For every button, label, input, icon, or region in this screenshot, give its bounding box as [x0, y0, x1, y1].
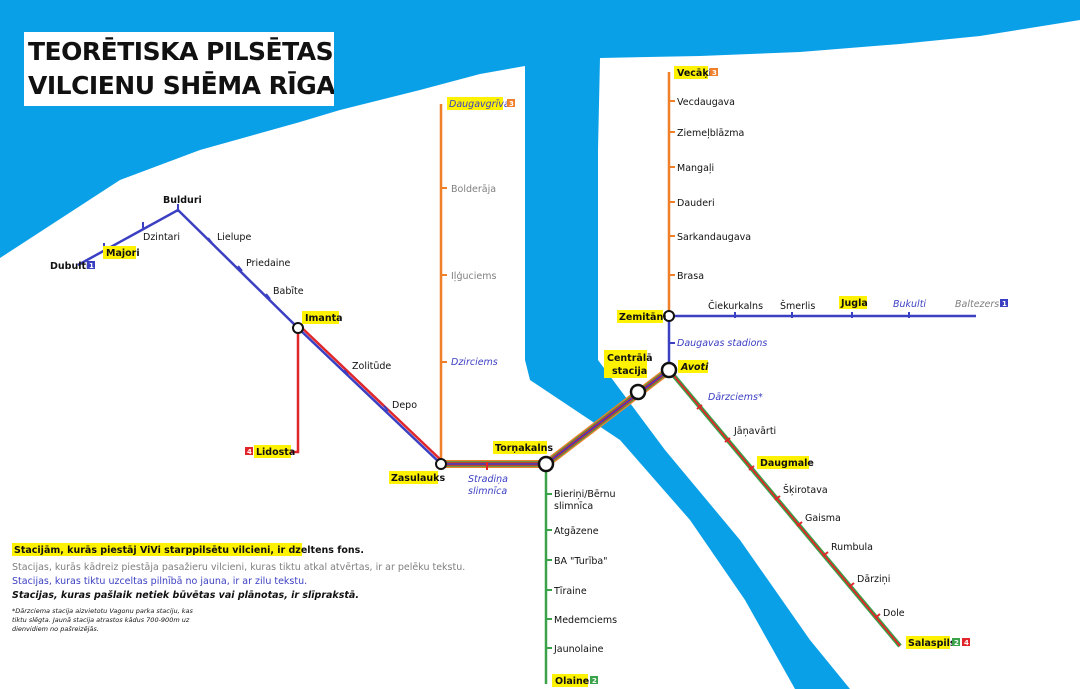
svg-text:3: 3 [712, 69, 717, 77]
label-lielupe[interactable]: Lielupe [217, 232, 251, 243]
label-jugla[interactable]: Jugla [840, 298, 868, 309]
legend-grey: Stacijas, kurās kādreiz piestāja pasažie… [12, 562, 465, 573]
label-centrala-2[interactable]: stacija [612, 366, 647, 377]
svg-text:3: 3 [509, 100, 514, 108]
label-atgazene[interactable]: Atgāzene [554, 526, 599, 537]
label-bulduri[interactable]: Bulduri [163, 195, 202, 206]
label-priedaine[interactable]: Priedaine [246, 258, 290, 269]
line-4-airport [272, 328, 300, 454]
label-daugavas-stadions[interactable]: Daugavas stadions [677, 338, 767, 349]
highlight-boxes [103, 66, 950, 687]
badge-daugavgriva [507, 99, 515, 107]
label-stradina-2[interactable]: slimnīca [468, 486, 507, 497]
label-dubulti[interactable]: Dubulti [50, 261, 89, 272]
legend-yellow-bg [12, 543, 302, 556]
line-1-west [77, 208, 442, 465]
label-tiraine[interactable]: Tīraine [553, 586, 587, 597]
svg-text:1: 1 [1002, 300, 1007, 308]
label-salaspils[interactable]: Salaspils [908, 638, 956, 649]
label-zasulauks[interactable]: Zasulauks [391, 473, 445, 484]
map-title-line-2: VILCIENU SHĒMA RĪGAI [28, 71, 334, 100]
label-dauderi[interactable]: Dauderi [677, 198, 715, 209]
label-mangali[interactable]: Mangaļi [677, 163, 714, 174]
footnote-1: *Dārzciema stacija aizvietotu Vagonu par… [12, 607, 193, 615]
badge-olaine [590, 676, 598, 684]
node-zasulauks[interactable] [435, 458, 447, 470]
label-stradina[interactable]: Stradiņa [468, 474, 508, 485]
label-ilguciems[interactable]: Iļģuciems [451, 271, 496, 282]
label-centrala[interactable]: Centrālā [607, 353, 652, 364]
label-olaine[interactable]: Olaine [555, 676, 589, 687]
label-jaunolaine[interactable]: Jaunolaine [553, 644, 604, 655]
svg-text:4: 4 [964, 639, 969, 647]
label-vecaki[interactable]: Vecāķi [677, 68, 712, 79]
water-river [525, 360, 850, 689]
label-daugmale[interactable]: Daugmale [760, 458, 814, 469]
label-vecdaugava[interactable]: Vecdaugava [677, 97, 735, 108]
label-bukulti[interactable]: Bukulti [893, 299, 926, 310]
label-dzintari[interactable]: Dzintari [143, 232, 180, 243]
label-skirotava[interactable]: Šķirotava [783, 484, 828, 496]
legend: Stacijām, kurās piestāj ViVi starppilsēt… [12, 543, 465, 633]
footnote-3: dienvidiem no pašreizējās. [12, 625, 99, 633]
label-avoti[interactable]: Avoti [680, 362, 709, 373]
interchange-nodes [292, 310, 678, 473]
label-darzciems[interactable]: Dārzciems* [708, 392, 763, 403]
label-sarkandaugava[interactable]: Sarkandaugava [677, 232, 751, 243]
label-rumbula[interactable]: Rumbula [831, 542, 873, 553]
map-title-line-1: TEORĒTISKA PILSĒTAS [28, 37, 333, 66]
label-bierini-2[interactable]: slimnīca [554, 501, 593, 512]
label-baltezers[interactable]: Baltezers [955, 299, 999, 310]
node-zemitani[interactable] [663, 310, 675, 322]
label-ziemelblazma[interactable]: Ziemeļblāzma [677, 128, 744, 139]
legend-blue: Stacijas, kuras tiktu uzceltas pilnībā n… [12, 576, 307, 587]
label-medemciems[interactable]: Medemciems [554, 615, 617, 626]
badge-salaspils-2 [952, 638, 960, 646]
label-babite[interactable]: Babīte [273, 286, 304, 297]
svg-text:4: 4 [247, 448, 252, 456]
label-zolitude[interactable]: Zolitūde [352, 361, 391, 372]
label-dzirciems[interactable]: Dzirciems [451, 357, 498, 368]
node-avoti[interactable] [660, 361, 678, 379]
label-bierini[interactable]: Bieriņi/Bērnu [554, 489, 616, 500]
label-zemitani[interactable]: Zemitāni [619, 312, 666, 323]
label-imanta[interactable]: Imanta [305, 313, 343, 324]
label-darzini[interactable]: Dārziņi [857, 574, 890, 585]
label-gaisma[interactable]: Gaisma [805, 513, 841, 524]
node-centrala[interactable] [629, 383, 647, 401]
label-majori[interactable]: Majori [106, 248, 140, 259]
label-tornakalns[interactable]: Torņakalns [495, 443, 553, 454]
label-brasa[interactable]: Brasa [677, 271, 704, 282]
label-smerlis[interactable]: Šmerlis [780, 300, 815, 312]
badge-salaspils-4 [962, 638, 970, 646]
legend-italic: Stacijas, kuras pašlaik netiek būvētas v… [12, 590, 359, 601]
badge-vecaki [710, 68, 718, 76]
label-lidosta[interactable]: Lidosta [256, 447, 295, 458]
station-labels: Dubulti 1 Majori Dzintari Bulduri Lielup… [50, 68, 1008, 687]
footnote-2: tiktu slēgta. Jaunā stacija atrastos kād… [12, 616, 190, 624]
svg-text:2: 2 [592, 677, 597, 685]
badge-lidosta [245, 447, 253, 455]
svg-text:1: 1 [89, 262, 94, 270]
svg-text:2: 2 [954, 639, 959, 647]
label-daugavgriva[interactable]: Daugavgrīva [449, 99, 510, 110]
label-ciekurkalns[interactable]: Čiekurkalns [708, 300, 763, 312]
legend-yellow: Stacijām, kurās piestāj ViVi starppilsēt… [14, 545, 364, 556]
label-dole[interactable]: Dole [883, 608, 905, 619]
label-ba-turiba[interactable]: BA "Turība" [554, 556, 608, 567]
badge-baltezers [1000, 299, 1008, 307]
title-box: TEORĒTISKA PILSĒTAS VILCIENU SHĒMA RĪGAI [24, 32, 334, 106]
badge-dubulti [87, 261, 95, 269]
label-janavarti[interactable]: Jāņavārti [733, 426, 776, 437]
line-4-main [301, 327, 444, 463]
line-4-southeast [668, 369, 901, 647]
node-imanta[interactable] [292, 322, 304, 334]
label-bolderaja[interactable]: Bolderāja [451, 184, 496, 195]
node-tornakalns[interactable] [537, 455, 555, 473]
label-depo[interactable]: Depo [392, 400, 417, 411]
